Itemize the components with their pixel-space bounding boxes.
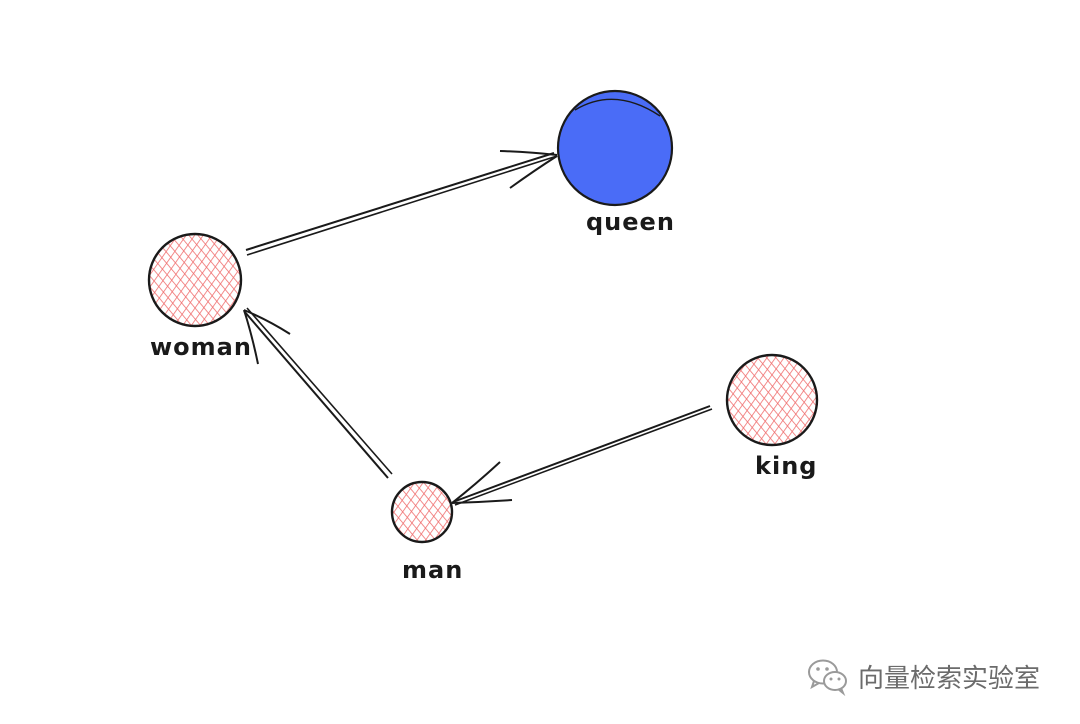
node-king-label: king (755, 452, 817, 480)
edge-man-to-woman (243, 307, 393, 479)
node-queen: queen (556, 89, 675, 236)
edge-king-to-man (451, 405, 713, 506)
watermark: 向量检索实验室 (806, 656, 1040, 696)
node-king: king (725, 353, 819, 480)
node-king-circle (725, 353, 819, 447)
node-queen-label: queen (586, 208, 675, 236)
node-woman-circle (147, 232, 243, 328)
node-man-label: man (402, 556, 463, 584)
node-man: man (390, 480, 463, 584)
node-woman-label: woman (150, 333, 252, 361)
node-queen-circle (556, 89, 674, 207)
edge-woman-to-queen (245, 150, 558, 256)
wechat-icon (808, 659, 847, 696)
watermark-text: 向量检索实验室 (858, 663, 1041, 694)
node-man-circle (390, 480, 454, 544)
node-woman: woman (147, 232, 252, 361)
